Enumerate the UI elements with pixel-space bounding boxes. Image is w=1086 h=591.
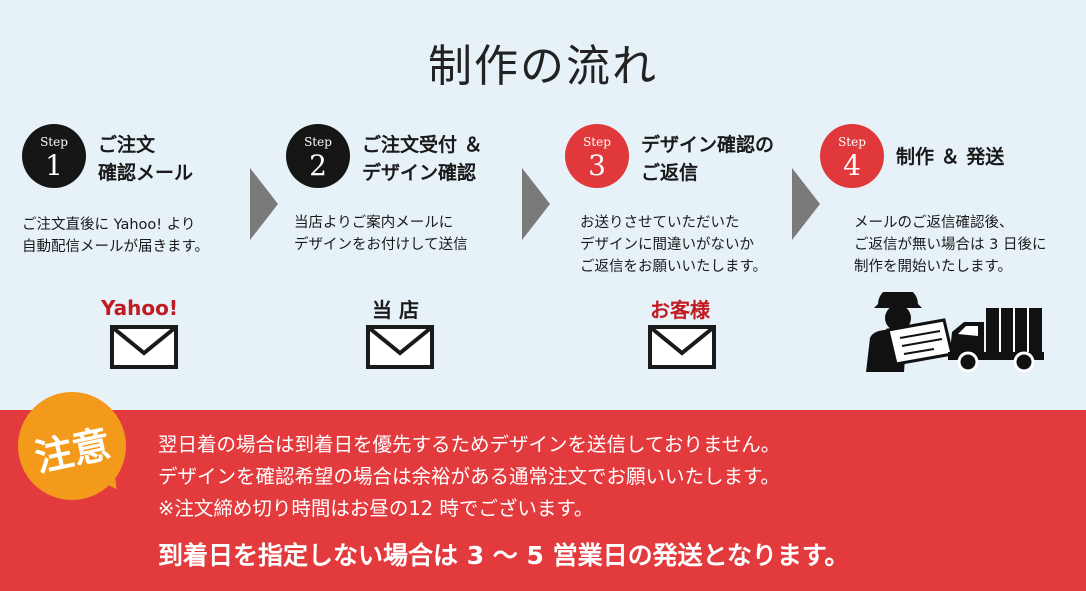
step-desc-line: 自動配信メールが届きます。 bbox=[22, 239, 210, 255]
step-badge: Step 4 bbox=[820, 124, 884, 188]
step-label-shop: 当 店 bbox=[372, 298, 419, 322]
step-2: Step 2 ご注文受付 ＆ デザイン確認 当店よりご案内メールに デザインをお… bbox=[286, 124, 546, 404]
step-desc-line: 当店よりご案内メールに bbox=[294, 215, 454, 231]
step-desc-line: メールのご返信確認後、 bbox=[854, 215, 1014, 231]
notice-line: 翌日着の場合は到着日を優先するためデザインを送信しておりません。 bbox=[158, 433, 781, 456]
notice-section bbox=[0, 410, 1086, 591]
notice-line: デザインを確認希望の場合は余裕がある通常注文でお願いいたします。 bbox=[158, 465, 781, 488]
step-desc-line: デザインをお付けして送信 bbox=[294, 237, 468, 253]
step-desc-line: ご返信をお願いいたします。 bbox=[580, 259, 768, 275]
step-title-line: デザイン確認の bbox=[641, 134, 775, 156]
notice-line: ※注文締め切り時間はお昼の12 時でございます。 bbox=[158, 497, 594, 520]
step-3: Step 3 デザイン確認の ご返信 お送りさせていただいた デザインに間違いが… bbox=[565, 124, 825, 404]
step-badge: Step 3 bbox=[565, 124, 629, 188]
step-title-line: ご注文受付 ＆ bbox=[362, 134, 483, 156]
step-desc-line: ご注文直後に Yahoo! より bbox=[22, 217, 196, 233]
step-desc-line: お送りさせていただいた bbox=[580, 215, 740, 231]
notice-highlight: 到着日を指定しない場合は 3 ～ 5 営業日の発送となります。 bbox=[158, 541, 850, 570]
worker-truck-icon bbox=[866, 292, 1044, 372]
step-badge: Step 2 bbox=[286, 124, 350, 188]
page-title: 制作の流れ bbox=[428, 41, 658, 92]
step-desc-line: 制作を開始いたします。 bbox=[854, 259, 1013, 275]
step-label-customer: お客様 bbox=[650, 298, 710, 322]
envelope-icon bbox=[110, 325, 178, 369]
step-desc-line: デザインに間違いがないか bbox=[580, 237, 754, 253]
arrow-icon bbox=[792, 168, 820, 240]
step-1: Step 1 ご注文 確認メール ご注文直後に Yahoo! より 自動配信メー… bbox=[22, 124, 282, 404]
arrow-icon bbox=[250, 168, 278, 240]
step-label-yahoo: Yahoo! bbox=[101, 296, 178, 320]
envelope-icon bbox=[366, 325, 434, 369]
step-badge: Step 1 bbox=[22, 124, 86, 188]
step-title-line: ご注文 bbox=[98, 134, 156, 156]
step-title-line: デザイン確認 bbox=[362, 162, 477, 184]
envelope-icon bbox=[648, 325, 716, 369]
step-4: Step 4 制作 ＆ 発送 メールのご返信確認後、 ご返信が無い場合は 3 日… bbox=[820, 124, 1080, 404]
step-title-line: 確認メール bbox=[98, 162, 194, 184]
step-title-line: ご返信 bbox=[641, 162, 699, 184]
notice-badge bbox=[18, 392, 126, 500]
step-desc-line: ご返信が無い場合は 3 日後に bbox=[854, 237, 1047, 253]
step-title-line: 制作 ＆ 発送 bbox=[896, 146, 1005, 168]
arrow-icon bbox=[522, 168, 550, 240]
